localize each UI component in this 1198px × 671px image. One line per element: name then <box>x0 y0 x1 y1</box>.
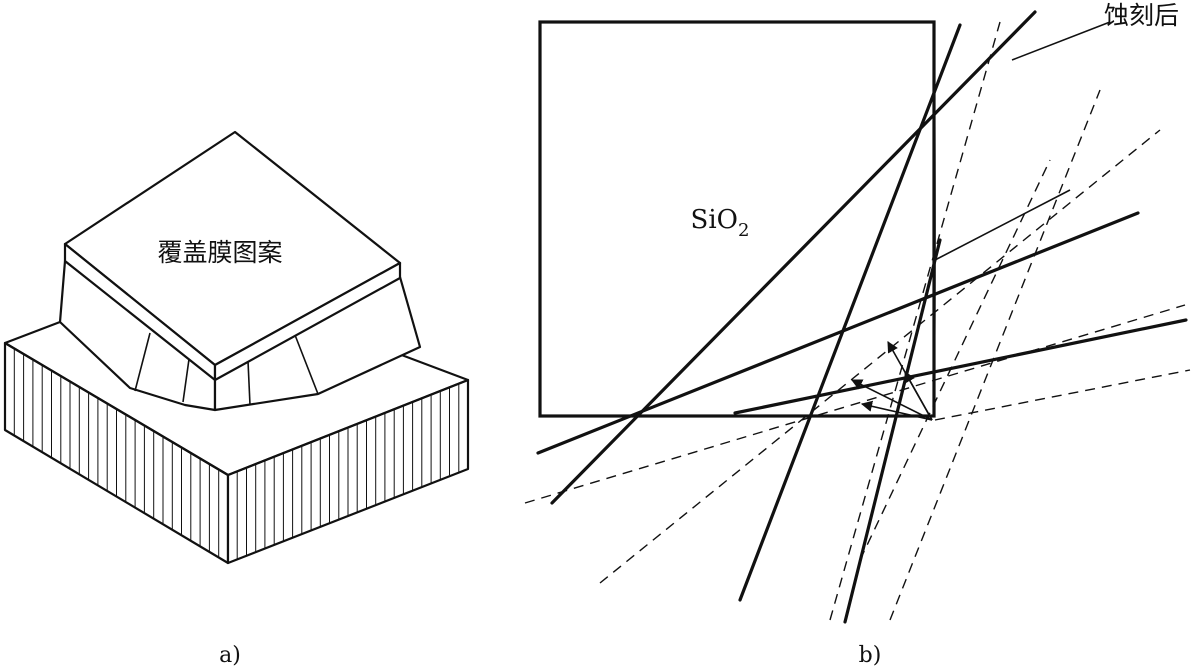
diagram-a: 覆盖膜图案 a) <box>3 130 470 668</box>
construction-line <box>934 189 1071 261</box>
caption-a: a) <box>219 643 241 668</box>
substrate-hatch-left <box>13 348 220 558</box>
after-etch-leader <box>1011 21 1111 61</box>
substrate-slab <box>3 320 470 565</box>
solid-crystal-planes <box>536 10 1188 624</box>
substrate-hatch-right <box>236 383 460 560</box>
caption-b: b) <box>859 643 882 668</box>
diagram-b: SiO2 蚀刻后 <box>524 1 1191 668</box>
etch-vectors <box>850 341 933 421</box>
mask-cap: 覆盖膜图案 <box>63 130 402 382</box>
mask-pattern-label: 覆盖膜图案 <box>157 238 282 267</box>
sio2-square <box>538 20 936 418</box>
after-etch-label: 蚀刻后 <box>1104 1 1179 30</box>
sio2-label: SiO2 <box>691 205 750 241</box>
dashed-crystal-planes <box>524 21 1191 621</box>
